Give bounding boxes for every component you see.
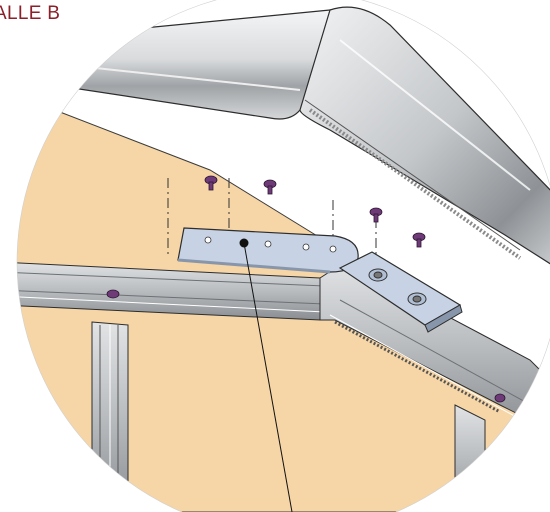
leader-line (243, 242, 293, 512)
screw-icon (369, 207, 383, 223)
screw-icon (204, 175, 218, 191)
vertical-post-right (454, 404, 486, 512)
plate-bolt (407, 292, 427, 306)
detail-label: ALLE B (0, 3, 61, 24)
upper-profile-tube-corner (299, 6, 550, 272)
screw-icon (106, 289, 120, 299)
bracket-plate (177, 227, 359, 273)
plate-bolt (368, 268, 388, 282)
detail-circle (16, 0, 550, 512)
screw-icon (494, 393, 506, 403)
screw-icon (263, 179, 277, 195)
screw-icon (412, 232, 426, 248)
